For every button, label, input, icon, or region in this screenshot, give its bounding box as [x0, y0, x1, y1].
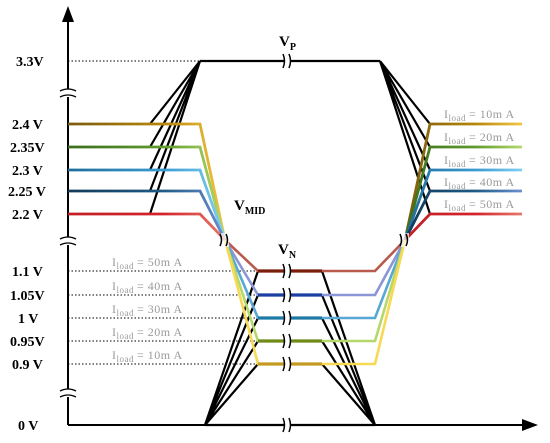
- vmid-label: VMID: [234, 198, 265, 217]
- iload-left-10ma: Iload= 10m A: [112, 348, 183, 364]
- iload-right-10ma: Iload= 10m A: [444, 107, 515, 123]
- right-vmid-levels: [403, 122, 522, 241]
- y-label-2v35: 2.35V: [10, 141, 45, 156]
- iload-right-20ma: Iload= 20m A: [444, 130, 515, 146]
- right-iload-labels: Iload= 10m A Iload= 20m A Iload= 30m A I…: [444, 107, 515, 213]
- vn-label: VN: [278, 242, 297, 261]
- left-vmid-levels: [68, 122, 227, 241]
- iload-left-40ma: Iload= 40m A: [112, 279, 183, 295]
- axes: [59, 6, 538, 431]
- y-label-0v: 0 V: [18, 419, 38, 434]
- y-label-2v25: 2.25 V: [8, 185, 46, 200]
- y-label-2v4: 2.4 V: [12, 118, 43, 133]
- y-axis-labels: 3.3V 2.4 V 2.35V 2.3 V 2.25 V 2.2 V 1.1 …: [8, 55, 46, 434]
- y-label-0v95: 0.95V: [10, 335, 45, 350]
- iload-right-40ma: Iload= 40m A: [444, 175, 515, 191]
- y-label-2v3: 2.3 V: [12, 164, 43, 179]
- vp-label: VP: [279, 34, 296, 53]
- vn-levels: [223, 239, 407, 366]
- iload-left-50ma: Iload= 50m A: [112, 255, 183, 271]
- y-label-3v3: 3.3V: [16, 55, 44, 70]
- iload-left-30ma: Iload= 30m A: [112, 302, 183, 318]
- y-label-0v9: 0.9 V: [12, 358, 43, 373]
- line-break-marks: [219, 53, 409, 433]
- y-label-2v2: 2.2 V: [12, 208, 43, 223]
- y-label-1v1: 1.1 V: [12, 265, 43, 280]
- iload-right-50ma: Iload= 50m A: [444, 197, 515, 213]
- vn-transitions: [203, 270, 377, 427]
- iload-left-20ma: Iload= 20m A: [112, 325, 183, 341]
- y-label-1v: 1 V: [18, 312, 38, 327]
- y-label-1v05: 1.05V: [10, 289, 45, 304]
- left-iload-labels: Iload= 50m A Iload= 40m A Iload= 30m A I…: [112, 255, 183, 364]
- iload-right-30ma: Iload= 30m A: [444, 153, 515, 169]
